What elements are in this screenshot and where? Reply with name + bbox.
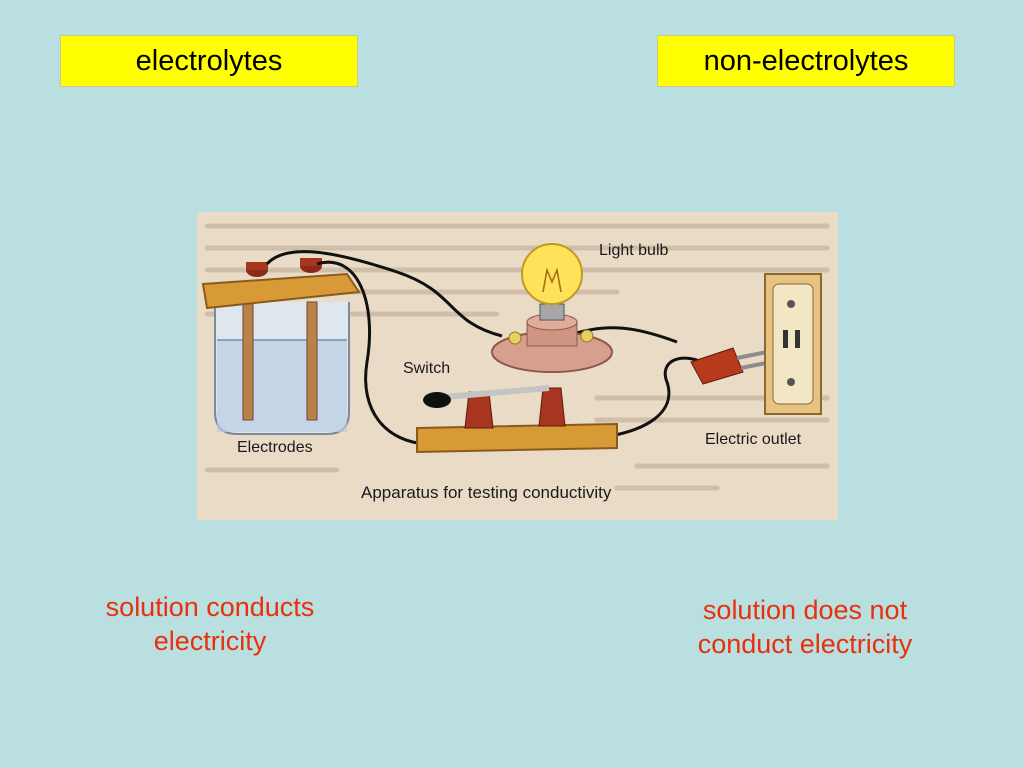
electrolytes-label-text: electrolytes — [135, 44, 283, 77]
conductivity-apparatus-figure: Light bulb Switch Electrodes Electric ou… — [197, 212, 838, 520]
plug — [690, 347, 772, 385]
beaker — [214, 301, 350, 435]
electrode-terminals — [246, 258, 322, 277]
light-bulb — [491, 243, 613, 373]
non-electrolytes-caption: solution does not conduct electricity — [640, 593, 970, 661]
switch — [416, 385, 618, 454]
light-bulb-label: Light bulb — [599, 242, 668, 259]
electrolytes-caption-line-1: solution conducts — [105, 592, 315, 622]
electrolytes-label: electrolytes — [60, 35, 358, 87]
figure-caption: Apparatus for testing conductivity — [361, 483, 612, 502]
apparatus-illustration: Light bulb Switch Electrodes Electric ou… — [201, 223, 830, 502]
electrodes-label: Electrodes — [237, 439, 313, 456]
non-electrolytes-caption-line-1: solution does not — [702, 595, 908, 625]
non-electrolytes-label-text: non-electrolytes — [703, 44, 909, 77]
electrolytes-caption-line-2: electricity — [153, 626, 267, 656]
non-electrolytes-caption-line-2: conduct electricity — [697, 629, 913, 659]
electric-outlet-label: Electric outlet — [705, 431, 802, 448]
non-electrolytes-label: non-electrolytes — [657, 35, 955, 87]
switch-label: Switch — [403, 360, 450, 377]
electric-outlet — [764, 273, 822, 415]
wires — [265, 250, 703, 446]
electrolytes-caption: solution conducts electricity — [40, 590, 380, 658]
wooden-board — [201, 272, 361, 310]
